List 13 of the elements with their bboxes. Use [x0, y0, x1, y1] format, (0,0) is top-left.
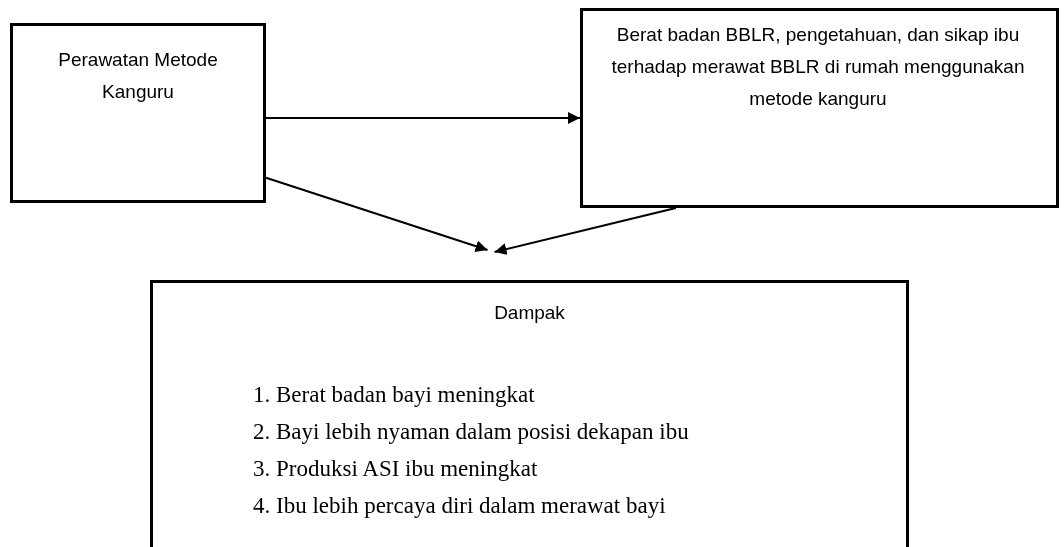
list-item: 2. Bayi lebih nyaman dalam posisi dekapan ibu	[253, 419, 689, 445]
heading: Dampak	[493, 301, 566, 325]
arrow	[265, 112, 581, 124]
list-item: 1. Berat badan bayi meningkat	[253, 382, 535, 408]
text-box	[580, 8, 1059, 208]
text-box	[150, 280, 909, 547]
list-item: 4. Ibu lebih percaya diri dalam merawat bayi	[253, 493, 666, 519]
list-item: 3. Produksi ASI ibu meningkat	[253, 456, 538, 482]
arrow	[265, 176, 489, 252]
text-box	[10, 23, 266, 203]
box-text: Berat badan BBLR, pengetahuan, dan sikap ibu terhadap merawat BBLR di rumah menggunakan metode kanguru	[610, 23, 1026, 111]
box-text: Perawatan Metode Kanguru	[58, 48, 218, 104]
arrow	[493, 207, 677, 255]
